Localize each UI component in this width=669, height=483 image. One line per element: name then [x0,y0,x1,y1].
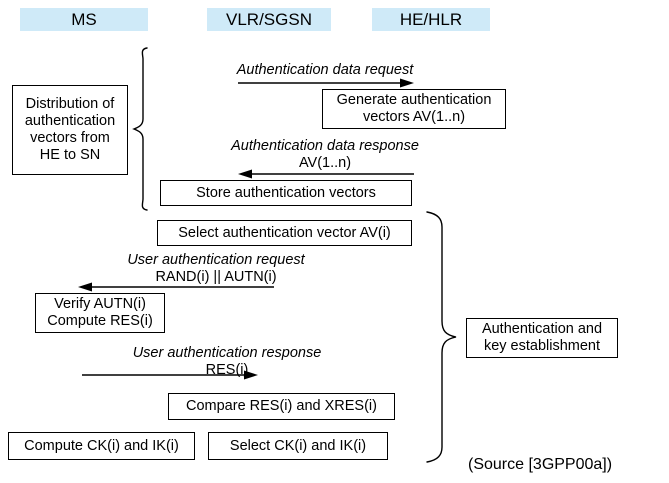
phase-distribution-line-3: vectors from [30,130,110,146]
lane-header-vlr-sgsn-label: VLR/SGSN [226,10,312,29]
lane-header-he-hlr: HE/HLR [372,8,490,31]
phase-auth-key-line-2: key establishment [483,338,601,354]
message-payload-user-auth-request: RAND(i) || AUTN(i) [155,269,277,285]
action-select-av-line-1: Select authentication vector AV(i) [178,224,391,241]
action-box-select-av: Select authentication vector AV(i) [157,220,412,246]
action-generate-av-line-1: Generate authentication [336,92,492,108]
action-verify-autn-line-1: Verify AUTN(i) [54,296,146,312]
phase-label-auth-key-establishment: Authentication and key establishment [466,318,618,358]
action-compare-res-line-1: Compare RES(i) and XRES(i) [186,398,377,414]
action-box-compute-ck-ik: Compute CK(i) and IK(i) [8,432,195,460]
source-note: (Source [3GPP00a]) [468,456,613,473]
message-label-user-auth-response: User authentication response [132,345,322,361]
phase-label-distribution: Distribution of authentication vectors f… [12,85,128,175]
phase-distribution-line-1: Distribution of [25,96,115,112]
lane-header-ms: MS [20,8,148,31]
action-compute-ck-ik-line-1: Compute CK(i) and IK(i) [24,437,179,454]
phase-distribution-line-2: authentication [24,113,116,129]
action-box-compare-res: Compare RES(i) and XRES(i) [168,393,395,420]
action-box-verify-autn: Verify AUTN(i) Compute RES(i) [35,293,165,333]
message-arrow-user-auth-response [82,369,258,381]
message-payload-auth-data-response: AV(1..n) [298,155,352,171]
message-arrow-auth-data-response [238,168,414,180]
lane-header-vlr-sgsn: VLR/SGSN [207,8,331,31]
phase-brace-auth-key-establishment [424,209,464,465]
lane-header-ms-label: MS [71,10,97,29]
message-arrow-auth-data-request [238,77,414,89]
message-label-auth-data-request: Authentication data request [236,62,414,78]
phase-auth-key-line-1: Authentication and [481,321,603,337]
action-select-ck-ik-line-1: Select CK(i) and IK(i) [229,437,367,454]
action-box-select-ck-ik: Select CK(i) and IK(i) [208,432,388,460]
message-arrow-user-auth-request [78,281,274,293]
message-label-user-auth-request: User authentication request [127,252,305,268]
action-verify-autn-line-2: Compute RES(i) [47,313,153,329]
lane-header-he-hlr-label: HE/HLR [399,10,463,29]
action-box-generate-av: Generate authentication vectors AV(1..n) [322,89,506,129]
action-box-store-av: Store authentication vectors [160,180,412,206]
message-label-auth-data-response: Authentication data response [231,138,419,154]
action-store-av-line-1: Store authentication vectors [196,184,376,201]
phase-distribution-line-4: HE to SN [39,147,101,163]
action-generate-av-line-2: vectors AV(1..n) [362,109,466,125]
phase-brace-distribution [128,45,150,213]
message-payload-user-auth-response: RES(i) [205,362,249,378]
